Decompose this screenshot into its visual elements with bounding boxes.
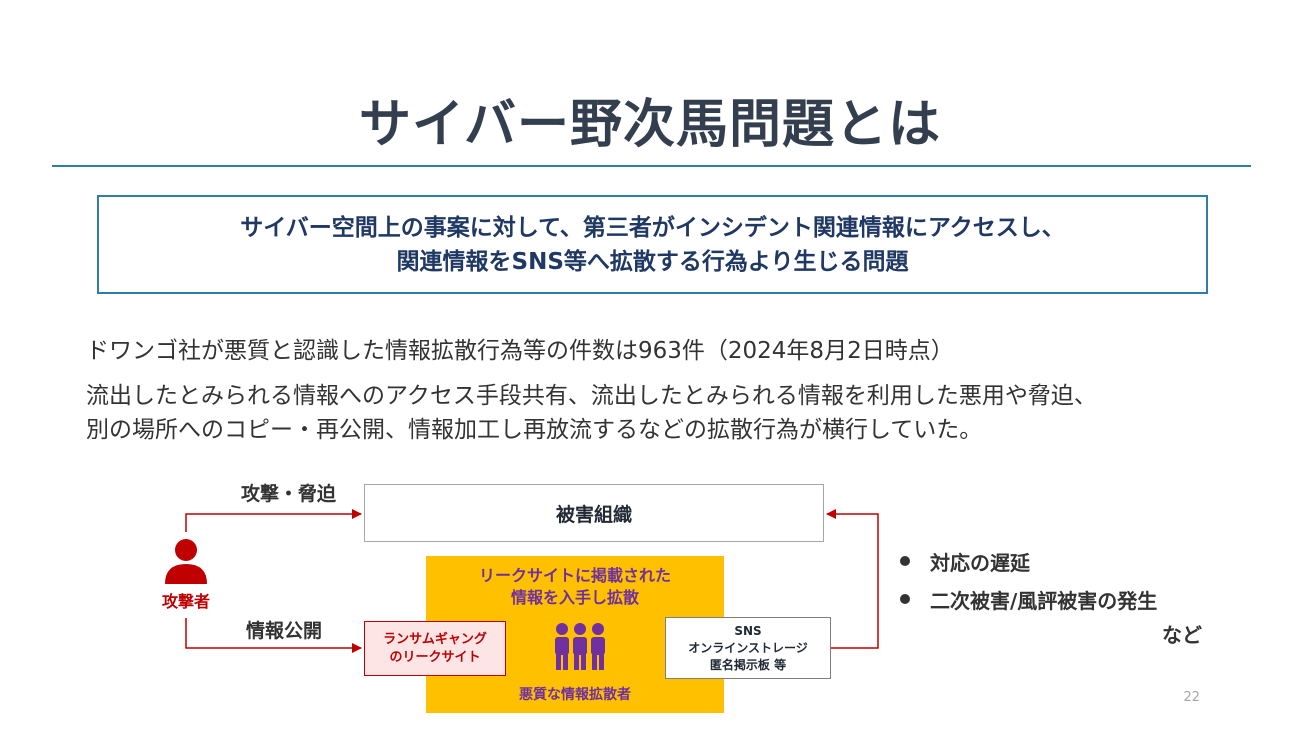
- slide-title: サイバー野次馬問題とは: [359, 95, 941, 155]
- spreader-caption-line-2: 情報を入手し拡散: [510, 588, 639, 607]
- sns-line-1: SNS: [734, 623, 762, 638]
- definition-box: サイバー空間上の事案に対して、第三者がインシデント関連情報にアクセスし、 関連情…: [97, 195, 1208, 294]
- sns-platforms-box: SNS オンラインストレージ 匿名掲示板 等: [665, 617, 831, 679]
- page-number: 22: [1183, 690, 1200, 705]
- spreader-label: 悪質な情報拡散者: [519, 687, 631, 703]
- bullet-dot-icon: [900, 556, 910, 566]
- effect-item: 対応の遅延: [892, 542, 1212, 580]
- effect-text: 対応の遅延: [930, 550, 1030, 575]
- leak-site-box: ランサムギャング のリークサイト: [364, 621, 506, 676]
- spreader-group-icon: [555, 623, 605, 670]
- victim-organization-label: 被害組織: [555, 503, 632, 526]
- victim-organization-box: 被害組織: [364, 484, 824, 542]
- definition-line-1: サイバー空間上の事案に対して、第三者がインシデント関連情報にアクセスし、: [240, 214, 1065, 241]
- paragraph-behavior-line-2: 別の場所へのコピー・再公開、情報加工し再放流するなどの拡散行為が横行していた。: [86, 417, 983, 443]
- sns-line-3: 匿名掲示板 等: [709, 657, 787, 672]
- publish-label: 情報公開: [246, 620, 323, 642]
- leak-site-line-2: のリークサイト: [389, 649, 481, 665]
- sns-line-2: オンラインストレージ: [688, 640, 808, 655]
- paragraph-behavior-line-1: 流出したとみられる情報へのアクセス手段共有、流出したとみられる情報を利用した悪用…: [86, 383, 1097, 409]
- paragraph-count: ドワンゴ社が悪質と認識した情報拡散行為等の件数は963件（2024年8月2日時点…: [86, 338, 954, 364]
- bullet-dot-icon: [900, 594, 910, 604]
- effects-list: 対応の遅延 二次被害/風評被害の発生 など: [892, 542, 1212, 652]
- arrow-feedback: [826, 509, 879, 649]
- spreader-caption: リークサイトに掲載された 情報を入手し拡散: [426, 565, 724, 609]
- spreader-caption-line-1: リークサイトに掲載された: [478, 566, 671, 585]
- effects-suffix: など: [1162, 623, 1202, 647]
- attacker-person-icon: [165, 539, 207, 584]
- effect-item: 二次被害/風評被害の発生: [892, 580, 1212, 618]
- leak-site-line-1: ランサムギャング: [383, 631, 487, 647]
- arrow-attack: [185, 509, 362, 532]
- attacker-label: 攻撃者: [161, 592, 210, 611]
- effect-text: 二次被害/風評被害の発生: [930, 588, 1158, 613]
- arrow-publish: [185, 618, 362, 653]
- definition-line-2: 関連情報をSNS等へ拡散する行為より生じる問題: [396, 248, 909, 275]
- attack-label: 攻撃・脅迫: [241, 483, 337, 505]
- title-divider: [52, 165, 1251, 167]
